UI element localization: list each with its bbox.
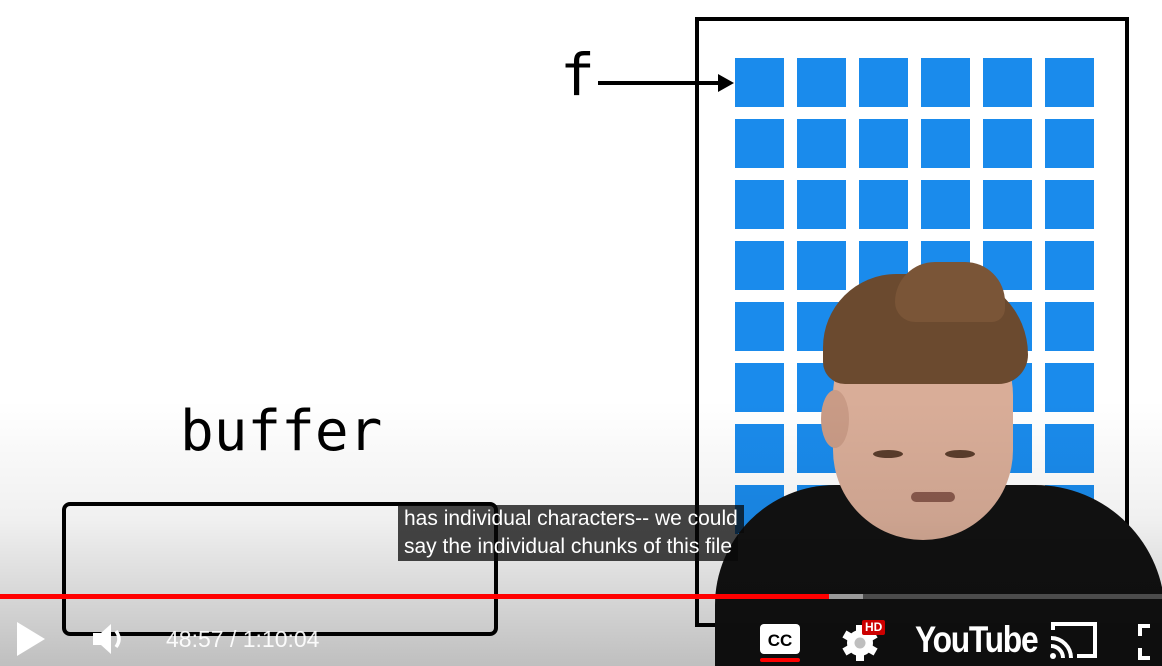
file-chunk xyxy=(921,180,970,229)
caption-line-2: say the individual chunks of this file xyxy=(398,533,739,561)
pointer-arrow xyxy=(598,81,722,85)
file-chunk xyxy=(735,241,784,290)
file-chunk xyxy=(1045,58,1094,107)
presenter xyxy=(715,262,1162,666)
file-chunk xyxy=(735,58,784,107)
file-chunk xyxy=(1045,302,1094,351)
file-chunk xyxy=(1045,424,1094,473)
caption-line-1: has individual characters-- we could xyxy=(398,505,744,533)
presenter-ear xyxy=(821,390,849,448)
file-chunk xyxy=(921,119,970,168)
file-chunk xyxy=(735,424,784,473)
progress-bar[interactable] xyxy=(0,594,1162,599)
file-chunk xyxy=(983,119,1032,168)
file-chunk xyxy=(735,180,784,229)
volume-icon xyxy=(93,624,121,654)
cast-button[interactable] xyxy=(1047,618,1101,662)
file-chunk xyxy=(859,119,908,168)
fullscreen-button[interactable] xyxy=(1136,620,1162,662)
presenter-hair-top xyxy=(895,262,1005,322)
svg-text:CC: CC xyxy=(768,631,793,650)
file-chunk xyxy=(983,58,1032,107)
progress-played xyxy=(0,594,829,599)
file-chunk xyxy=(797,241,846,290)
time-display: 48:57 / 1:10:04 xyxy=(166,626,320,652)
play-button[interactable] xyxy=(14,620,48,658)
file-chunk xyxy=(1045,180,1094,229)
hd-badge: HD xyxy=(862,620,886,635)
file-chunk xyxy=(1045,119,1094,168)
captions-button[interactable]: CC xyxy=(758,622,802,662)
cast-icon xyxy=(1050,622,1097,659)
file-chunk xyxy=(797,180,846,229)
captions-active-indicator xyxy=(760,658,800,662)
presenter-mouth xyxy=(911,492,955,502)
presenter-eye-right xyxy=(945,450,975,458)
buffer-label: buffer xyxy=(180,399,383,464)
youtube-logo[interactable]: YouTube xyxy=(915,619,1039,660)
settings-button[interactable]: HD xyxy=(838,620,890,662)
file-chunk xyxy=(1045,363,1094,412)
file-chunk xyxy=(859,58,908,107)
buffer-box xyxy=(62,502,498,636)
cc-icon: CC xyxy=(760,624,800,654)
presenter-eye-left xyxy=(873,450,903,458)
fullscreen-icon xyxy=(1138,624,1150,660)
file-chunk xyxy=(859,180,908,229)
file-chunk xyxy=(1045,241,1094,290)
file-chunk xyxy=(921,58,970,107)
pointer-arrow-head xyxy=(718,74,734,92)
file-chunk xyxy=(983,180,1032,229)
file-chunk xyxy=(735,363,784,412)
file-chunk xyxy=(797,119,846,168)
gear-icon xyxy=(842,625,878,661)
mute-button[interactable] xyxy=(90,620,130,658)
file-chunk xyxy=(735,119,784,168)
file-chunk xyxy=(735,302,784,351)
pointer-label: f xyxy=(560,41,595,109)
play-icon xyxy=(17,622,45,656)
file-chunk xyxy=(797,58,846,107)
captions: has individual characters-- we could say… xyxy=(398,505,744,561)
